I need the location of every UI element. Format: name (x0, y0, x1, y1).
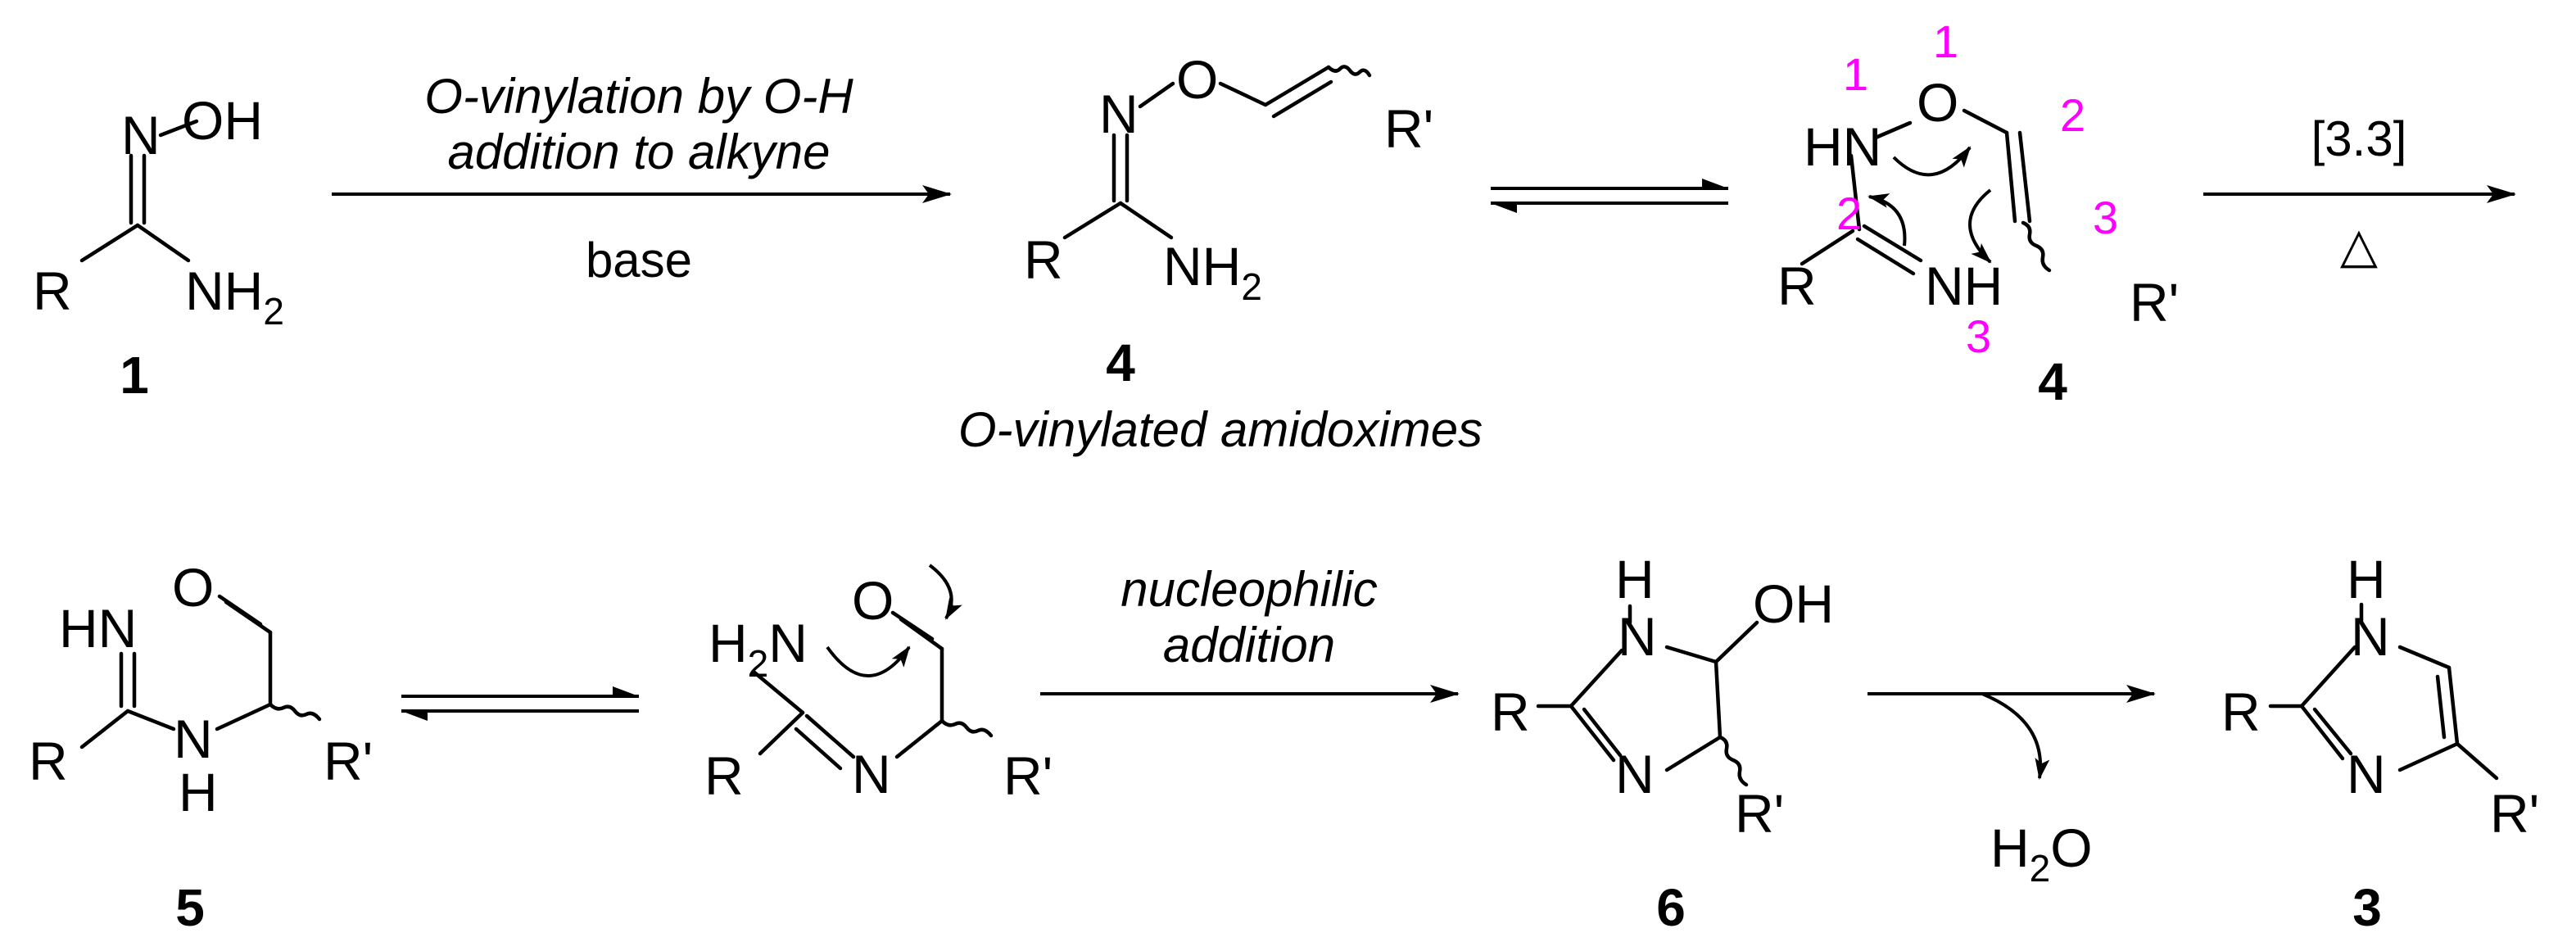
atom-label: N (1615, 744, 1655, 804)
condition-sigmatropic: [3.3] (2311, 111, 2407, 166)
atom-label: NH2 (185, 260, 284, 333)
equilibrium-arrows-top (1491, 179, 1728, 213)
atom-number-c2: 2 (1836, 188, 1862, 239)
atom-label: O (1917, 72, 1958, 133)
atom-label: N (852, 744, 891, 804)
compound-4-structure: N O R' R NH2 (1024, 49, 1433, 308)
atom-label: R (1024, 229, 1063, 290)
atom-label: NH2 (1163, 236, 1262, 308)
water-byproduct: H2O (1990, 817, 2093, 890)
atom-label: R' (1384, 98, 1433, 159)
atom-label: N (121, 105, 161, 165)
compound-number-1: 1 (120, 346, 149, 405)
caption-o-vinylated-amidoximes: O-vinylated amidoximes (958, 402, 1483, 457)
atom-number-n3: 3 (1966, 310, 1991, 362)
atom-label: R' (2490, 783, 2539, 844)
atom-label: R (29, 731, 68, 791)
atom-label: H (179, 762, 218, 822)
atom-label: N (2351, 606, 2390, 667)
compound-number-6: 6 (1656, 878, 1686, 937)
atom-label: R' (1735, 783, 1784, 844)
condition-vinylation-line2: addition to alkyne (448, 125, 831, 179)
atom-label: N (2347, 744, 2386, 804)
compound-3-structure: H N R N R' (2221, 549, 2539, 844)
atom-label: HN (1804, 116, 1881, 177)
atom-label: N (1099, 84, 1139, 144)
atom-number-o1: 1 (1933, 16, 1958, 67)
compound-5-structure: HN O R N H R' (29, 557, 373, 822)
atom-label: H2N (709, 613, 808, 685)
atom-label: R' (2130, 272, 2179, 333)
compound-6-structure: H N OH R N R' (1491, 549, 1834, 844)
condition-nucleophilic-line1: nucleophilic (1120, 562, 1378, 617)
atom-label: R (2221, 682, 2261, 742)
dehydration-arrow: H2O (1867, 685, 2156, 890)
compound-1-structure: N OH R NH2 (33, 90, 284, 333)
atom-label: R' (324, 731, 373, 791)
atom-label: H (2347, 549, 2386, 609)
atom-label: OH (1753, 573, 1834, 634)
atom-number-c3: 3 (2093, 192, 2118, 243)
atom-label: R' (1003, 745, 1053, 806)
atom-label: N (174, 709, 213, 769)
atom-label: OH (182, 90, 263, 151)
compound-number-4: 4 (1106, 333, 1135, 392)
atom-label: O (852, 570, 894, 631)
condition-nucleophilic-line2: addition (1163, 618, 1335, 672)
compound-number-3: 3 (2352, 878, 2382, 937)
condition-base: base (586, 233, 692, 288)
intermediate-amidine-structure: H2N O R N R' (704, 564, 1053, 806)
atom-label: HN (59, 598, 137, 659)
condition-vinylation-line1: O-vinylation by O-H (424, 69, 853, 124)
atom-number-c2-vinyl: 2 (2060, 89, 2085, 141)
atom-label: R (1491, 682, 1530, 742)
atom-label: R (704, 745, 744, 806)
atom-label: R (1777, 256, 1817, 316)
atom-label: N (1618, 606, 1657, 667)
atom-label: NH (1925, 256, 2003, 316)
compound-number-4-tautomer: 4 (2038, 352, 2067, 411)
atom-label: O (1176, 49, 1218, 110)
equilibrium-arrows-bottom (401, 686, 639, 721)
atom-label: R (33, 260, 72, 321)
condition-heat-delta: △ (2340, 218, 2378, 273)
compound-number-5: 5 (175, 878, 205, 937)
atom-number-n1: 1 (1843, 48, 1868, 100)
compound-4-tautomer-structure: HN O R NH R' 1 1 2 2 3 3 (1777, 16, 2179, 362)
atom-label: H (1615, 549, 1655, 609)
atom-label: O (172, 557, 214, 618)
